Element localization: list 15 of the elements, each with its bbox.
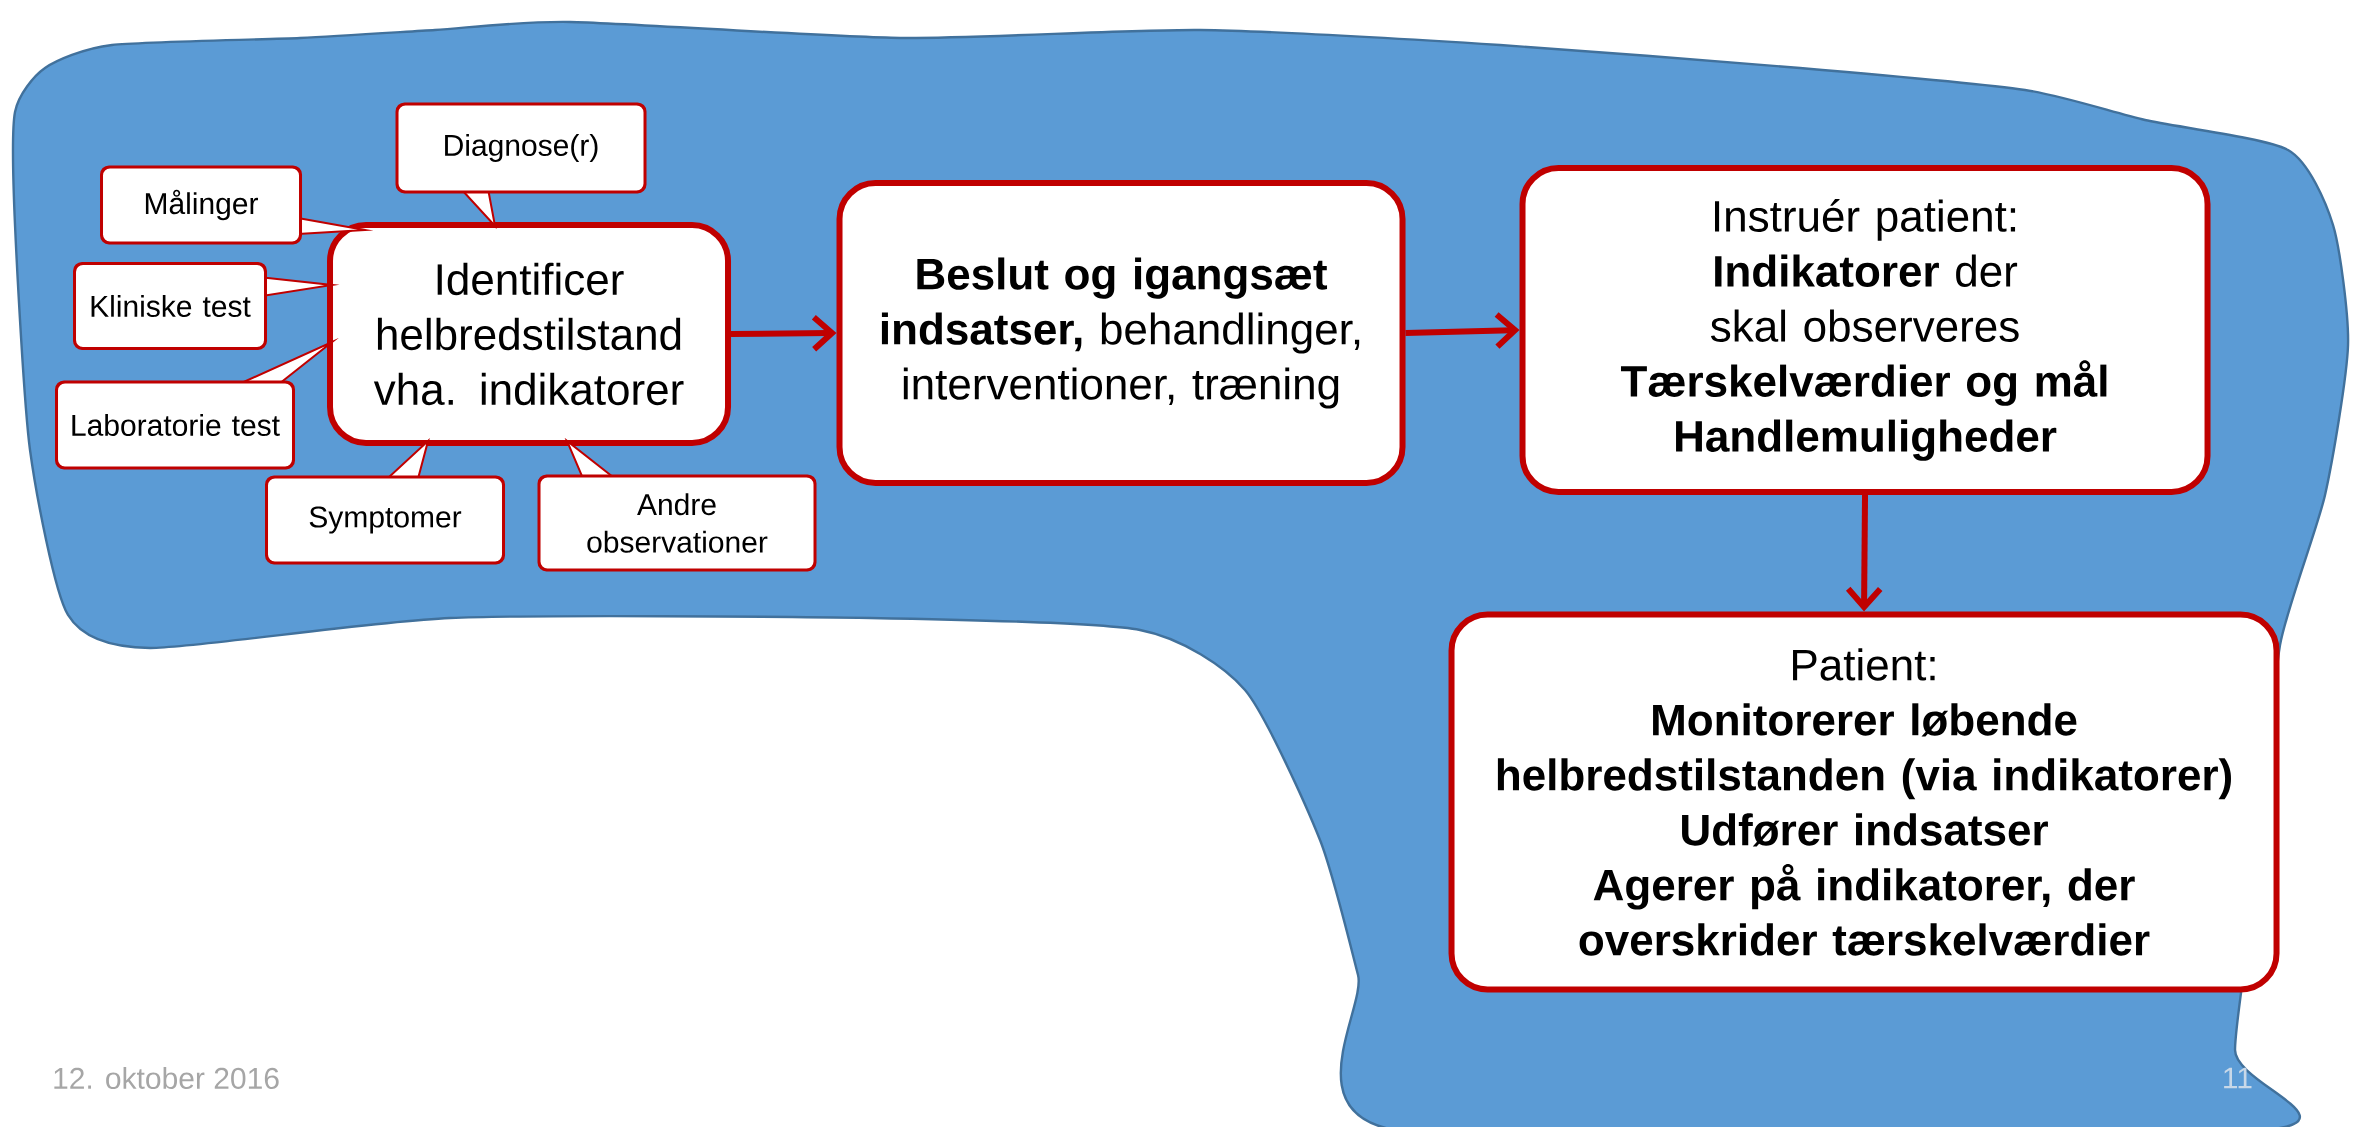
arrow — [1845, 494, 1883, 612]
speech-callout: Diagnose(r) — [395, 102, 647, 230]
page-number: 11 — [2224, 1067, 2252, 1089]
speech-callout: Laboratorie test — [55, 337, 340, 470]
arrow — [731, 314, 837, 352]
speech-callout: Målinger — [100, 165, 374, 245]
speech-callout: Kliniske test — [73, 262, 340, 350]
date-footer: 12. oktober 2016 — [54, 1066, 279, 1089]
process-box: Patient: Monitorerer løbende helbredstilstanden (via indikatorer) Udfører indsatser Agerer på indikatorer, der overskrider tærskelværdier — [1448, 611, 2280, 993]
speech-callout: Andre observationer — [537, 437, 817, 572]
process-box: Beslut og igangsæt indsatser, behandlinger, interventioner, træning — [836, 180, 1406, 486]
process-box: Identificer helbredstilstand vha. indikatorer — [327, 222, 731, 446]
speech-callout: Symptomer — [265, 437, 505, 565]
process-box: Instruér patient: Indikatorer der skal observeres Tærskelværdier og mål Handlemuligheder — [1519, 165, 2211, 495]
arrow — [1405, 312, 1520, 349]
